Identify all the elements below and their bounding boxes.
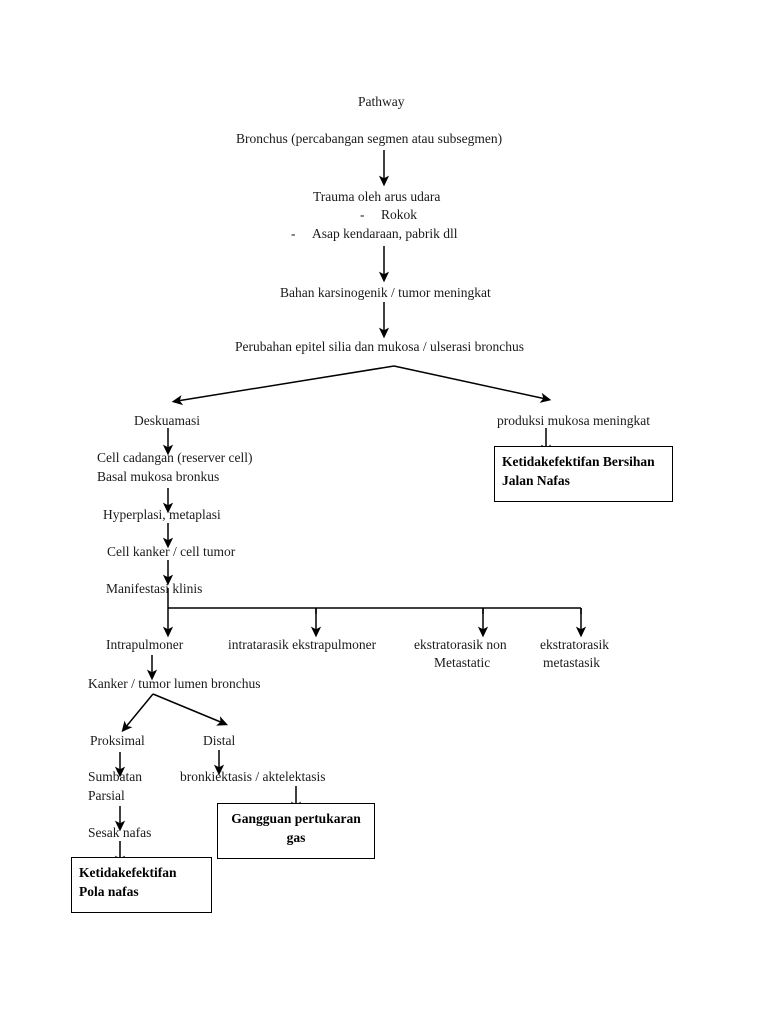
node-proksimal: Proksimal <box>90 733 145 748</box>
page-title: Pathway <box>358 94 405 109</box>
trauma-bullet-1-dash: - <box>360 207 365 222</box>
diagnosis-gangguan-line1: Gangguan pertukaran <box>231 811 361 826</box>
arrow-kanker-lumen-to-proksimal <box>121 693 154 733</box>
node-bronkiektasis-aktelektasis: bronkiektasis / aktelektasis <box>180 769 326 784</box>
node-bahan-karsinogenik: Bahan karsinogenik / tumor meningkat <box>280 285 491 300</box>
trauma-bullet-2-label: Asap kendaraan, pabrik dll <box>312 226 458 241</box>
node-intrapulmoner: Intrapulmoner <box>106 637 184 652</box>
node-distal: Distal <box>203 733 236 748</box>
node-sumbatan-line2: Parsial <box>88 788 125 803</box>
diagnosis-bersihan-line2: Jalan Nafas <box>502 473 570 488</box>
diagnosis-pola-nafas-line1: Ketidakefektifan <box>79 865 177 880</box>
arrow-perubahan-to-produksi <box>393 365 552 403</box>
node-trauma: Trauma oleh arus udara <box>313 189 441 204</box>
node-ekstratorasik-metastasik-line2: metastasik <box>543 655 600 670</box>
node-cell-cadangan-line1: Cell cadangan (reserver cell) <box>97 450 253 465</box>
node-ekstratorasik-metastasik-line1: ekstratorasik <box>540 637 609 652</box>
node-perubahan-epitel: Perubahan epitel silia dan mukosa / ulse… <box>235 339 525 354</box>
node-sumbatan-line1: Sumbatan <box>88 769 142 784</box>
trauma-bullet-2-dash: - <box>291 226 296 241</box>
node-sesak-nafas: Sesak nafas <box>88 825 152 840</box>
node-manifestasi-klinis: Manifestasi klinis <box>106 581 203 596</box>
node-kanker-tumor-lumen: Kanker / tumor lumen bronchus <box>88 676 261 691</box>
diagnosis-box-gangguan-pertukaran-gas: Gangguan pertukaran gas <box>217 803 375 859</box>
diagnosis-pola-nafas-line2: Pola nafas <box>79 884 139 899</box>
node-deskuamasi: Deskuamasi <box>134 413 200 428</box>
arrow-perubahan-to-deskuamasi <box>171 365 395 406</box>
fanout-bus-bar <box>167 588 581 609</box>
diagnosis-box-pola-nafas: Ketidakefektifan Pola nafas <box>71 857 212 913</box>
node-cell-kanker: Cell kanker / cell tumor <box>107 544 236 559</box>
node-produksi-mukosa: produksi mukosa meningkat <box>497 413 650 428</box>
node-ekstratorasik-non-metastatic-line2: Metastatic <box>434 655 491 670</box>
node-hyperplasi-metaplasi: Hyperplasi, metaplasi <box>103 507 221 522</box>
diagnosis-bersihan-line1: Ketidakefektifan Bersihan <box>502 454 655 469</box>
diagnosis-gangguan-line2: gas <box>286 830 306 845</box>
node-intratarasik-ekstrapulmoner: intratarasik ekstrapulmoner <box>228 637 377 652</box>
node-cell-cadangan-line2: Basal mukosa bronkus <box>97 469 220 484</box>
arrow-kanker-lumen-to-distal <box>152 693 228 726</box>
node-ekstratorasik-non-metastatic-line1: ekstratorasik non <box>414 637 507 652</box>
node-bronchus: Bronchus (percabangan segmen atau subseg… <box>236 131 503 146</box>
diagnosis-box-bersihan-jalan-nafas: Ketidakefektifan Bersihan Jalan Nafas <box>494 446 673 502</box>
trauma-bullet-1-label: Rokok <box>381 207 418 222</box>
